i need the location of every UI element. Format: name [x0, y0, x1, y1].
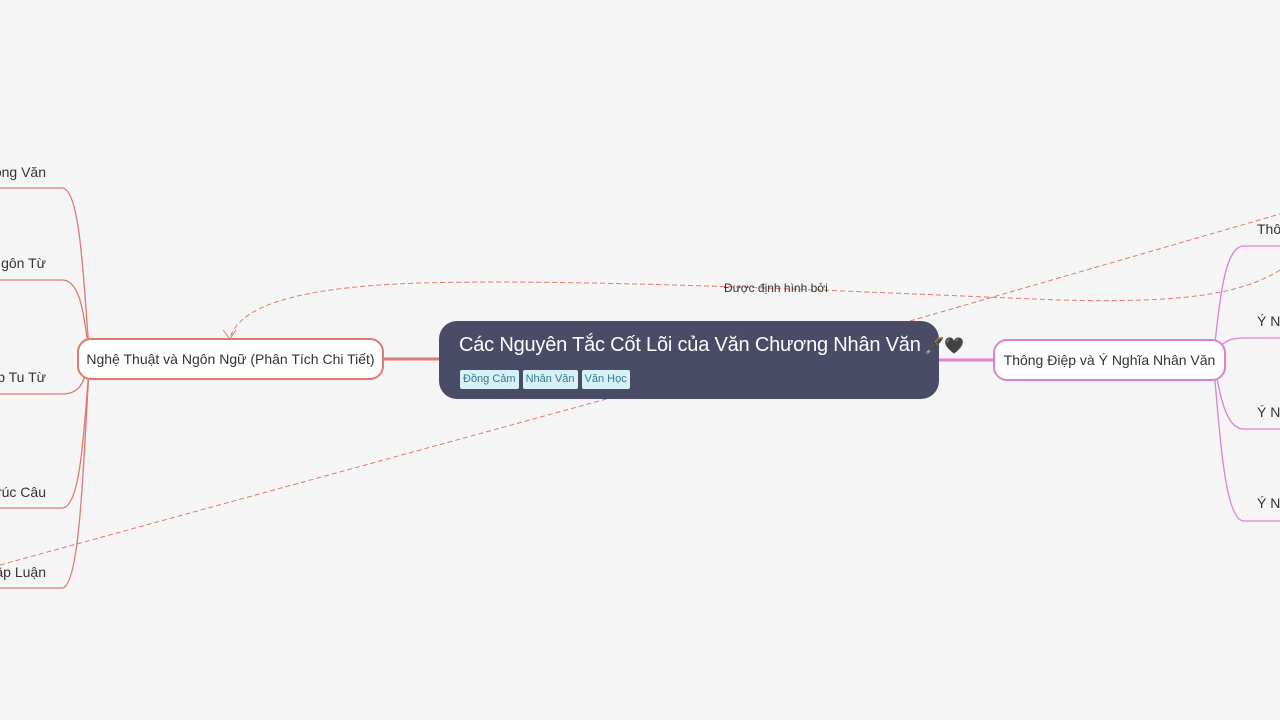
- branch-thong-diep-y-nghia[interactable]: Thông Điệp và Ý Nghĩa Nhân Văn: [993, 339, 1226, 381]
- relationship-curve: [229, 269, 1280, 339]
- relationship-line-long: [0, 397, 611, 566]
- left-child-topic-1[interactable]: ọng Văn: [0, 164, 46, 180]
- relationship-label[interactable]: Được định hình bởi: [724, 281, 828, 295]
- tag-van-hoc[interactable]: Văn Học: [581, 370, 630, 389]
- tag-dong-cam[interactable]: Đồng Cảm: [460, 370, 519, 389]
- right-child-connectors: [1212, 245, 1280, 522]
- connector-left-child-1: [0, 187, 91, 360]
- relationship-lines: [0, 213, 1280, 566]
- central-topic-text: Các Nguyên Tắc Cốt Lõi của Văn Chương Nh…: [459, 334, 921, 356]
- pen-heart-emoji-icon: 🖋️🖤: [924, 338, 965, 355]
- connector-right-child-4: [1212, 359, 1280, 522]
- left-child-topic-3[interactable]: áp Tu Từ: [0, 369, 46, 385]
- connector-left-child-2: [0, 279, 91, 360]
- right-child-topic-3[interactable]: Ý Ng: [1257, 404, 1280, 420]
- relationship-line-long-2: [909, 213, 1280, 322]
- central-topic[interactable]: Các Nguyên Tắc Cốt Lõi của Văn Chương Nh…: [439, 321, 964, 399]
- right-child-topic-4[interactable]: Ý Ng: [1257, 495, 1280, 511]
- branch-nghe-thuat-ngon-ngu[interactable]: Nghệ Thuật và Ngôn Ngữ (Phân Tích Chi Ti…: [77, 338, 384, 380]
- branch-right-label: Thông Điệp và Ý Nghĩa Nhân Văn: [1003, 352, 1216, 368]
- connector-right-child-1: [1212, 245, 1280, 361]
- left-child-topic-2[interactable]: Ngôn Từ: [0, 255, 46, 271]
- left-child-connectors: [0, 187, 91, 589]
- branch-left-label: Nghệ Thuật và Ngôn Ngữ (Phân Tích Chi Ti…: [86, 351, 375, 367]
- central-topic-title: Các Nguyên Tắc Cốt Lõi của Văn Chương Nh…: [459, 332, 964, 360]
- tag-nhan-van[interactable]: Nhân Văn: [522, 370, 578, 389]
- left-child-topic-5[interactable]: ập Luận: [0, 564, 46, 580]
- right-child-topic-1[interactable]: Thô: [1257, 221, 1280, 237]
- tag-list: Đồng Cảm Nhân Văn Văn Học: [460, 370, 630, 389]
- connector-left-child-5: [0, 358, 91, 589]
- right-child-topic-2[interactable]: Ý Ng: [1257, 313, 1280, 329]
- left-child-topic-4[interactable]: rúc Câu: [0, 484, 46, 500]
